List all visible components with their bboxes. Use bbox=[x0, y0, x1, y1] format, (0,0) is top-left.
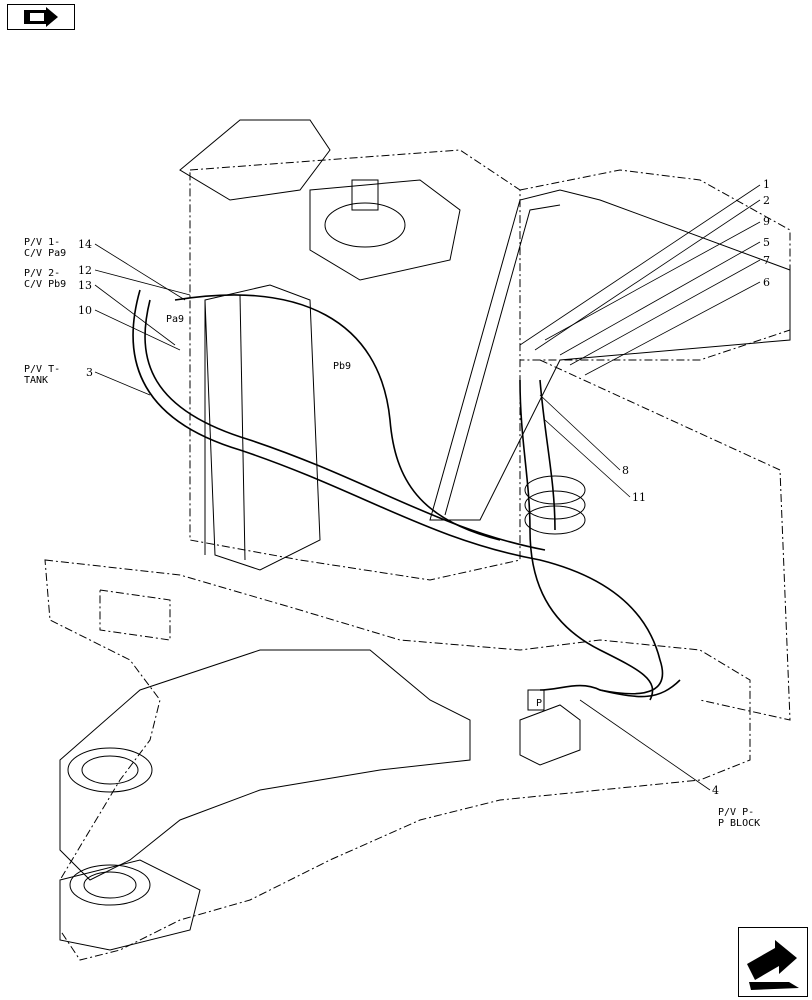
tank-top bbox=[179, 119, 461, 281]
callout-1: 1 bbox=[763, 178, 770, 191]
callout-6: 6 bbox=[763, 276, 770, 289]
port-labels: P/V 1- C/V Pa9 P/V 2- C/V Pb9 P/V T- TAN… bbox=[24, 237, 760, 829]
hoses bbox=[132, 289, 681, 701]
callout-3: 3 bbox=[86, 366, 93, 379]
control-valve-block bbox=[204, 284, 321, 571]
leader-lines bbox=[94, 184, 761, 791]
boom-arm bbox=[429, 189, 791, 521]
swing-bracket bbox=[59, 649, 471, 951]
callout-14: 14 bbox=[78, 238, 92, 251]
callout-10: 10 bbox=[78, 304, 92, 317]
label-pv2-line1: P/V 2- bbox=[24, 268, 60, 279]
label-port-p: P bbox=[536, 698, 542, 709]
p-block bbox=[519, 689, 581, 766]
callout-8: 8 bbox=[622, 464, 629, 477]
label-port-pb9: Pb9 bbox=[333, 361, 351, 372]
previous-page-button[interactable] bbox=[7, 4, 75, 30]
label-pv1-line1: P/V 1- bbox=[24, 237, 60, 248]
label-pvp-line1: P/V P- bbox=[718, 807, 754, 818]
label-pv1-line2: C/V Pa9 bbox=[24, 248, 66, 259]
label-pvt-line1: P/V T- bbox=[24, 364, 60, 375]
previous-page-arrow-icon bbox=[24, 7, 58, 27]
label-pvp-line2: P BLOCK bbox=[718, 818, 760, 829]
callout-numbers: 1 2 9 5 7 6 14 12 13 10 3 8 11 4 bbox=[78, 178, 770, 797]
callout-9: 9 bbox=[763, 215, 770, 228]
callout-5: 5 bbox=[763, 236, 770, 249]
label-port-pa9: Pa9 bbox=[166, 314, 184, 325]
callout-11: 11 bbox=[632, 491, 646, 504]
callout-4: 4 bbox=[712, 784, 719, 797]
label-pv2-line2: C/V Pb9 bbox=[24, 279, 66, 290]
frame-outline bbox=[44, 149, 791, 961]
next-page-arrow-icon bbox=[747, 940, 799, 990]
next-page-button[interactable] bbox=[738, 927, 808, 997]
callout-2: 2 bbox=[763, 194, 770, 207]
callout-13: 13 bbox=[78, 279, 92, 292]
label-pvt-line2: TANK bbox=[24, 375, 48, 386]
callout-12: 12 bbox=[78, 264, 92, 277]
hose-coil bbox=[524, 475, 586, 535]
callout-7: 7 bbox=[763, 254, 770, 267]
